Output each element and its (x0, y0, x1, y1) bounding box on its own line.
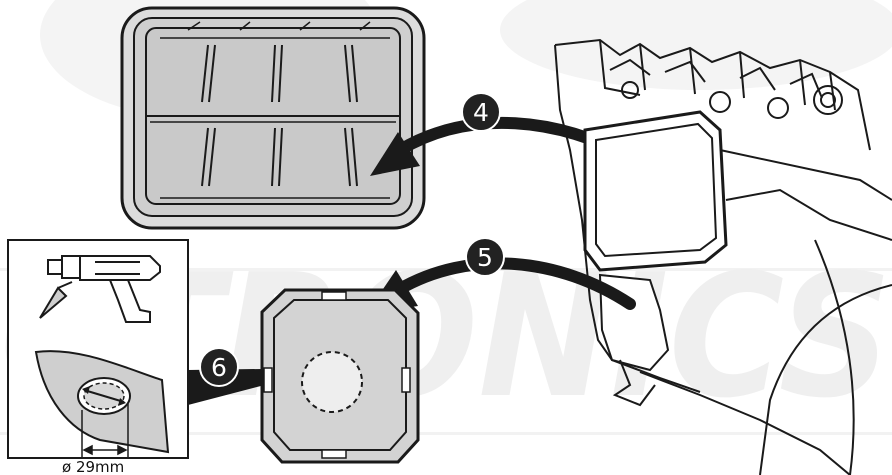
vehicle-housing (554, 38, 892, 475)
step-number-4: 4 (473, 98, 489, 127)
step-badge-5: 5 (465, 237, 505, 277)
filter-cover-removed (120, 6, 426, 230)
drill-icon (47, 255, 161, 323)
step-number-5: 5 (477, 243, 493, 272)
step-number-6: 6 (211, 353, 227, 382)
hole-dimension (81, 404, 129, 458)
drilled-panel (34, 350, 170, 454)
hole-diameter-label: ø 29mm (62, 458, 124, 475)
step-badge-6: 6 (199, 347, 239, 387)
step-drill-bit-icon (39, 281, 73, 319)
tool-inset-panel (7, 239, 189, 459)
drill-hole-marker (301, 351, 363, 413)
step-badge-4: 4 (461, 92, 501, 132)
square-cover (260, 288, 420, 464)
